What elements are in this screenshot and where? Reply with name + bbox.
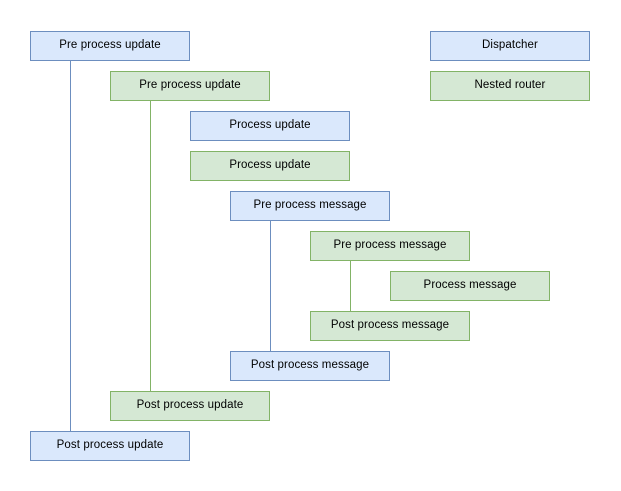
legend-item-green[interactable]: Nested router bbox=[430, 71, 590, 101]
process-node[interactable]: Process message bbox=[390, 271, 550, 301]
process-node[interactable]: Process update bbox=[190, 151, 350, 181]
connector-line bbox=[350, 261, 351, 311]
process-node[interactable]: Pre process update bbox=[110, 71, 270, 101]
process-node[interactable]: Post process message bbox=[310, 311, 470, 341]
connector-line bbox=[150, 101, 151, 391]
legend-item-blue[interactable]: Dispatcher bbox=[430, 31, 590, 61]
process-node[interactable]: Process update bbox=[190, 111, 350, 141]
process-node[interactable]: Pre process message bbox=[310, 231, 470, 261]
process-node[interactable]: Post process update bbox=[110, 391, 270, 421]
process-node[interactable]: Pre process update bbox=[30, 31, 190, 61]
process-node[interactable]: Post process message bbox=[230, 351, 390, 381]
connector-line bbox=[70, 61, 71, 431]
process-node[interactable]: Pre process message bbox=[230, 191, 390, 221]
connector-line bbox=[270, 221, 271, 351]
process-node[interactable]: Post process update bbox=[30, 431, 190, 461]
